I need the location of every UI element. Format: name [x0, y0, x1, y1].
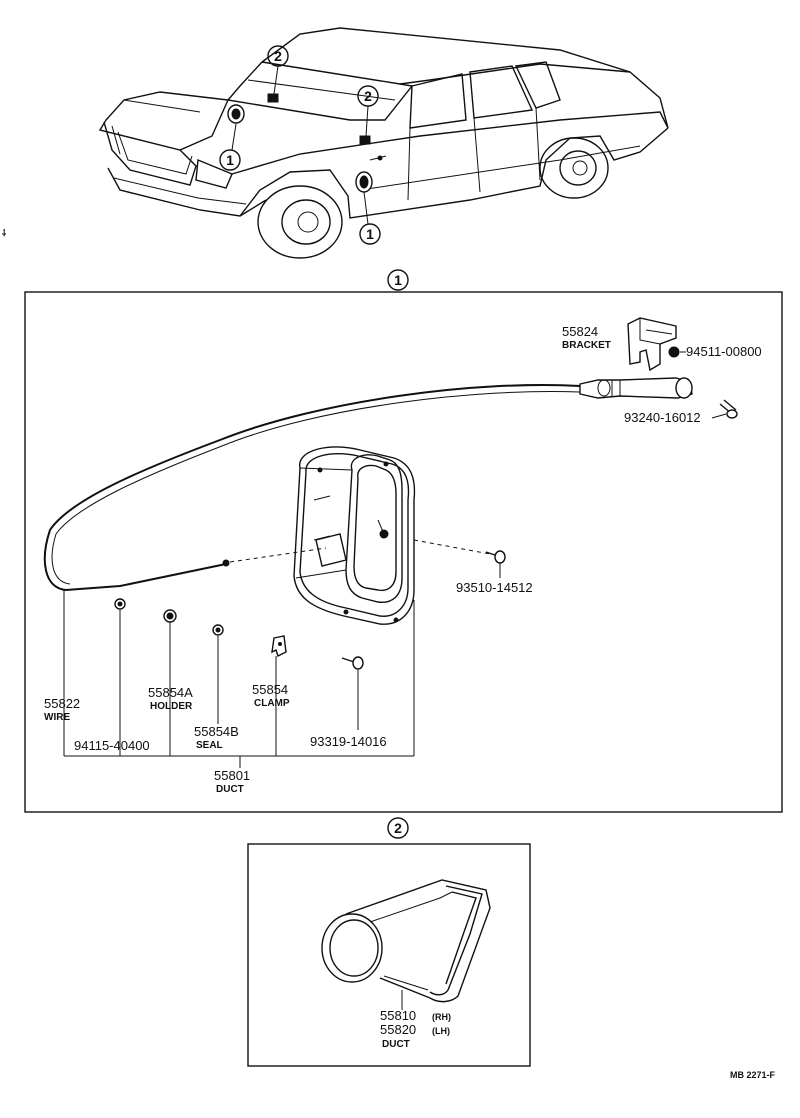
duct-assy-name: DUCT — [216, 784, 244, 795]
wire-name: WIRE — [44, 712, 70, 723]
clamp-screw-drawing — [341, 656, 364, 670]
bracket-drawing — [627, 317, 680, 372]
duct-drawing — [293, 446, 416, 625]
callout-2-cowl-label: 2 — [364, 88, 372, 104]
bracket-number: 55824 — [562, 324, 598, 339]
duct-rh-number: 55810 — [380, 1008, 416, 1023]
section-2-callout — [387, 817, 409, 839]
callout-1-hood-label: 1 — [226, 152, 234, 168]
seal-drawing — [212, 624, 224, 636]
duct-screw-number: 93510-14512 — [456, 580, 533, 595]
section-2-frame — [247, 843, 531, 1067]
car-illustration — [98, 27, 669, 259]
clamp-drawing — [271, 635, 287, 657]
figure-code: MB 2271-F — [730, 1070, 776, 1080]
clamp-screw-number: 93319-14016 — [310, 734, 387, 749]
car-inner-duct-left — [267, 93, 279, 103]
control-cable — [43, 377, 693, 592]
bracket-bolt — [668, 346, 680, 358]
holder-name: HOLDER — [150, 701, 193, 712]
cable-screw — [719, 399, 738, 419]
section-1-callout — [387, 269, 409, 291]
callout-1-hood — [219, 149, 241, 171]
bracket-bolt-number: 94511-00800 — [686, 344, 762, 359]
holder-drawing — [163, 609, 177, 623]
nut-number: 94115-40400 — [74, 738, 150, 753]
cable-screw-number: 93240-16012 — [624, 410, 701, 425]
seal-number: 55854B — [194, 724, 239, 739]
duct-lh-side: (LH) — [432, 1026, 450, 1036]
car-inner-duct-right — [359, 135, 371, 145]
callout-2-hood-label: 2 — [274, 48, 282, 64]
nut-drawing — [114, 598, 126, 610]
wire-number: 55822 — [44, 696, 80, 711]
car-callouts: 2 2 1 1 — [219, 45, 381, 245]
seal-name: SEAL — [196, 740, 223, 751]
callout-1-cowl — [359, 223, 381, 245]
callout-1-cowl-label: 1 — [366, 226, 374, 242]
duct-rh-side: (RH) — [432, 1012, 451, 1022]
duct-assy-number: 55801 — [214, 768, 250, 783]
duct-lh-number: 55820 — [380, 1022, 416, 1037]
section-1-frame — [24, 291, 783, 813]
holder-number: 55854A — [148, 685, 193, 700]
bracket-name: BRACKET — [562, 340, 611, 351]
clamp-number: 55854 — [252, 682, 288, 697]
section-1-callout-label: 1 — [394, 272, 402, 288]
side-duct-name: DUCT — [382, 1039, 410, 1050]
stray-mark: ⸸ — [2, 228, 7, 238]
section-2-callout-label: 2 — [394, 820, 402, 836]
duct-screw — [485, 550, 506, 578]
clamp-name: CLAMP — [254, 698, 290, 709]
leader-lines — [63, 590, 415, 768]
side-duct-drawing — [321, 879, 491, 1003]
